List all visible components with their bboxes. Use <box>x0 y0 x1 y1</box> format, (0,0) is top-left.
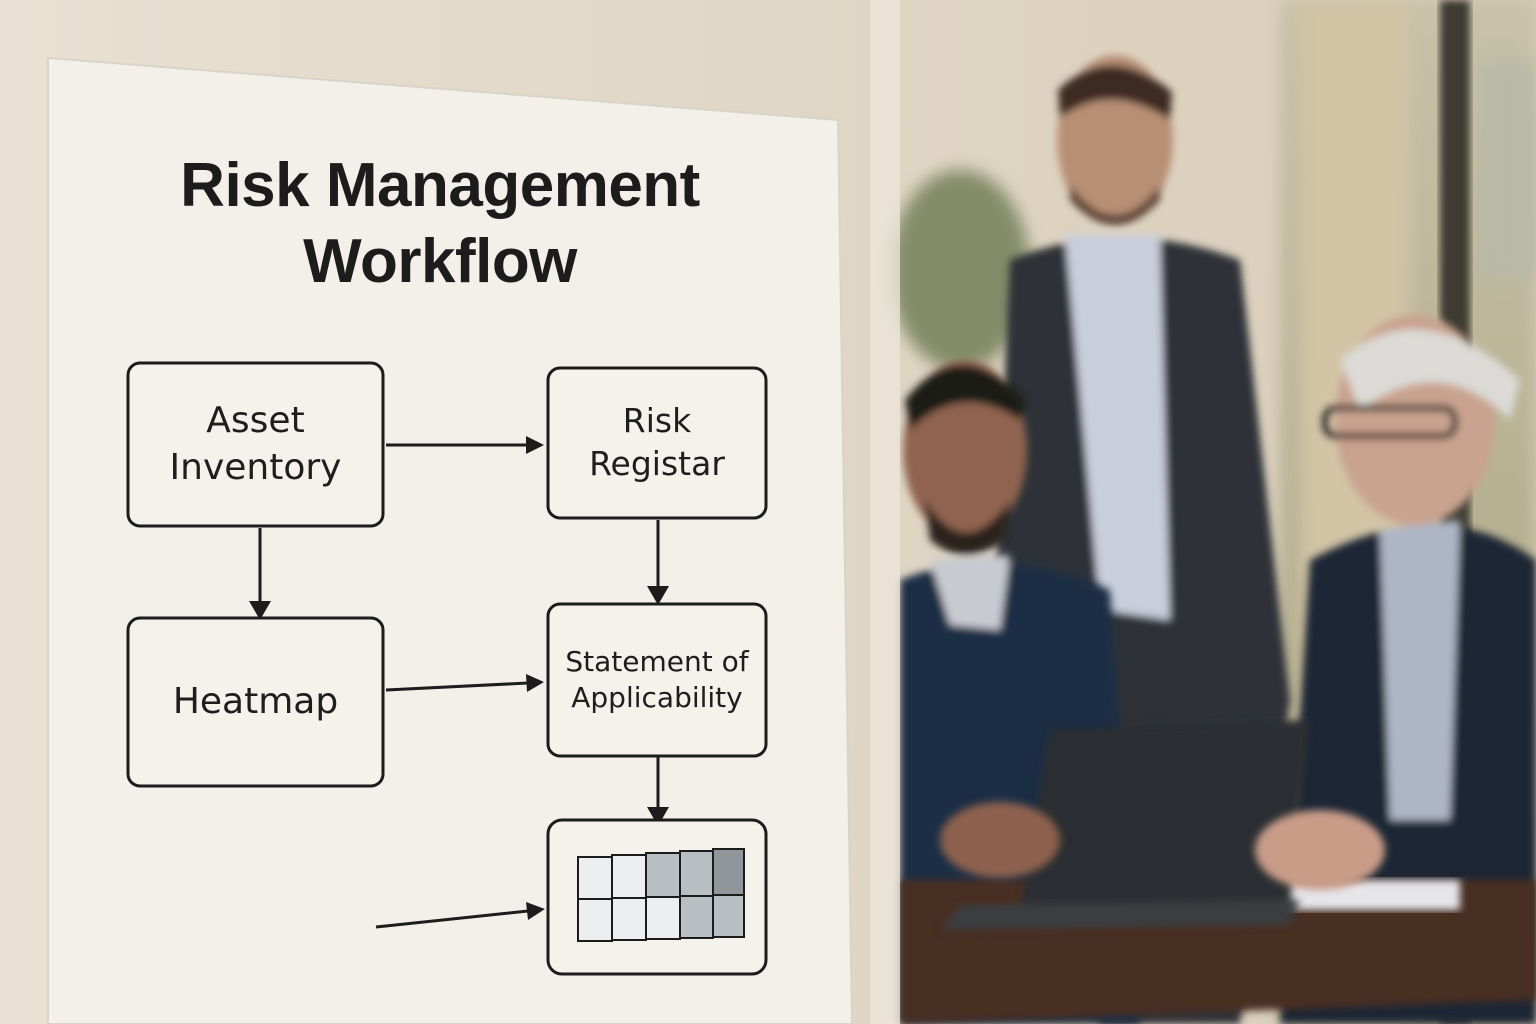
heatmap-grid <box>577 848 745 942</box>
flow-arrows <box>258 443 660 929</box>
node-heatmap-label: Heatmap <box>172 680 339 722</box>
poster-title: Risk Management Workflow <box>130 148 750 299</box>
laptop <box>940 720 1310 930</box>
arrow-heatmap-to-soa <box>385 681 529 692</box>
node-heatmap-box <box>126 616 385 788</box>
node-asset-inventory: Asset Inventory <box>128 363 383 526</box>
node-statement-of-applicability: Statement of Applicability <box>548 604 766 756</box>
arrow-heads <box>249 436 669 920</box>
node-soa-line1: Statement of <box>565 644 749 678</box>
node-asset-inventory-line1: Asset <box>206 399 305 441</box>
arrow-into-grid <box>375 909 529 929</box>
node-risk-register-box <box>546 366 768 520</box>
node-soa-box <box>546 602 768 758</box>
poster-title-line1: Risk Management <box>180 151 700 220</box>
node-risk-register: Risk Registar <box>548 368 766 518</box>
node-heatmap: Heatmap <box>128 618 383 786</box>
workflow-poster: Risk Management Workflow Asset Inventory… <box>47 0 900 1024</box>
node-asset-inventory-line2: Inventory <box>169 446 342 488</box>
node-risk-register-line2: Registar <box>589 444 725 483</box>
poster-title-line2: Workflow <box>303 226 577 296</box>
node-risk-register-line1: Risk <box>622 401 692 441</box>
node-soa-line2: Applicability <box>571 681 743 714</box>
node-asset-inventory-box <box>126 361 385 528</box>
poster-board <box>47 0 900 1024</box>
